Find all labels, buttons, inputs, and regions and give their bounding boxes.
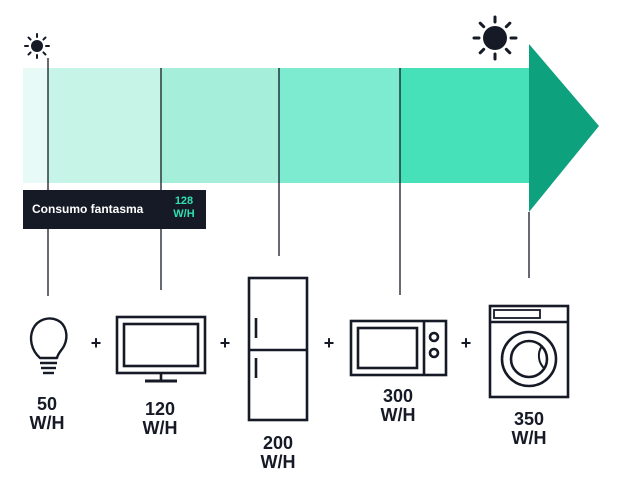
microwave-unit: W/H (380, 405, 416, 425)
lightbulb-consumption-label: 50 W/H (7, 395, 87, 433)
microwave-value: 300 (382, 386, 414, 406)
fridge-icon (247, 276, 309, 422)
tv-unit: W/H (142, 418, 178, 438)
tv-value: 120 (144, 399, 176, 419)
arrow-segment-3 (161, 68, 279, 183)
tv-icon (115, 315, 207, 383)
sun-icon (24, 33, 50, 59)
microwave-consumption-label: 300 W/H (358, 387, 438, 425)
fridge-consumption-label: 200 W/H (238, 434, 318, 472)
fridge-value: 200 (262, 433, 294, 453)
lightbulb-unit: W/H (29, 413, 65, 433)
washing-machine-icon (488, 304, 570, 399)
divider-lines (47, 58, 530, 296)
plus-sign: + (460, 333, 472, 353)
plus-sign: + (219, 333, 231, 353)
plus-sign: + (90, 333, 102, 353)
washer-value: 350 (513, 409, 545, 429)
arrow-segment-4 (279, 68, 400, 183)
consumption-arrow (23, 44, 599, 212)
phantom-consumption-box: Consumo fantasma 128 W/H (23, 190, 206, 229)
microwave-icon (349, 319, 448, 377)
phantom-value-unit: W/H (173, 208, 195, 220)
arrow-segment-1 (23, 68, 48, 183)
phantom-consumption-label: Consumo fantasma (32, 202, 144, 216)
tv-consumption-label: 120 W/H (120, 400, 200, 438)
sun-icon (472, 15, 518, 61)
plus-sign: + (323, 333, 335, 353)
arrow-segment-2 (48, 68, 161, 183)
arrow-head (529, 44, 599, 212)
phantom-value-number: 128 (174, 195, 194, 207)
lightbulb-icon (29, 317, 68, 375)
lightbulb-value: 50 (36, 394, 58, 414)
washer-consumption-label: 350 W/H (489, 410, 569, 448)
arrow-segment-5 (400, 68, 529, 183)
fridge-unit: W/H (260, 452, 296, 472)
phantom-consumption-value: 128 W/H (166, 195, 202, 221)
washer-unit: W/H (511, 428, 547, 448)
